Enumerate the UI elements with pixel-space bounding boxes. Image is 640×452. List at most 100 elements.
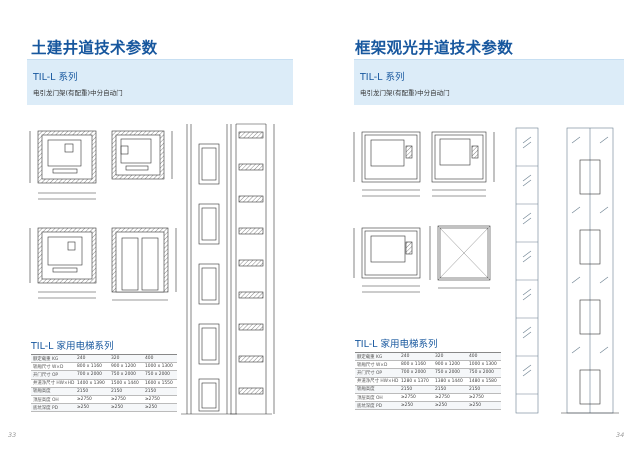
table-cell: 顶层高度 OH — [31, 395, 75, 405]
series-subtitle: 电引龙门架(有配重)中分自动门 — [33, 89, 123, 97]
table-cell: ≥2750 — [109, 395, 143, 405]
table-cell: 400 — [143, 353, 177, 364]
table-cell: 轿厢高度 — [31, 387, 75, 396]
series-title: TIL-L 系列 — [360, 72, 405, 83]
table-cell: 底坑深度 PD — [355, 401, 399, 411]
table-row: 轿厢尺寸 W×D 800 x 1160 900 x 1200 1000 x 13… — [355, 360, 501, 370]
table-cell: 1400 x 1390 — [75, 379, 109, 388]
hoistway-drawings — [353, 127, 619, 414]
table-cell: 额定载重 KG — [355, 351, 399, 362]
table-cell: 2150 — [143, 387, 177, 396]
table-cell: 900 x 1200 — [433, 360, 467, 370]
table-header-row: 额定载重 KG 240 320 400 — [355, 351, 501, 362]
table-cell: ≥2750 — [143, 395, 177, 405]
table-cell: 240 — [75, 353, 109, 364]
table-row: 轿厢高度 2150 2150 2150 — [355, 385, 501, 394]
table-cell: 顶层高度 OH — [355, 393, 399, 403]
table-row: 顶层高度 OH ≥2750 ≥2750 ≥2750 — [355, 393, 501, 403]
page-number: 33 — [8, 431, 17, 439]
table-cell: 320 — [109, 353, 143, 364]
table-cell: 1280 x 1370 — [399, 377, 433, 386]
table-cell: ≥250 — [399, 401, 433, 411]
series-title: TIL-L 系列 — [33, 72, 78, 83]
series-subtitle: 电引龙门架(有配重)中分自动门 — [360, 89, 450, 97]
table-row: 顶层高度 OH ≥2750 ≥2750 ≥2750 — [31, 395, 177, 405]
glass-shaft-elevation — [561, 127, 619, 414]
table-cell: 轿厢尺寸 W×D — [31, 362, 75, 372]
table-cell: ≥250 — [433, 401, 467, 411]
table-cell: 320 — [433, 351, 467, 362]
plan-view-drawing — [353, 227, 421, 293]
table-cell: 800 x 1160 — [399, 360, 433, 370]
page-number: 34 — [616, 431, 625, 439]
table-cell: 2150 — [75, 387, 109, 396]
table-cell: 1000 x 1300 — [143, 362, 177, 372]
table-cell: 400 — [467, 351, 501, 362]
table-cell: ≥250 — [109, 403, 143, 413]
table-row: 井道净尺寸 HW×HD 1400 x 1390 1500 x 1440 1600… — [31, 379, 177, 388]
frame-plan-drawing — [429, 225, 491, 289]
table-cell: 750 x 2000 — [109, 370, 143, 380]
table-row: 井道净尺寸 HW×HD 1280 x 1370 1380 x 1440 1480… — [355, 377, 501, 386]
table-cell: ≥2750 — [399, 393, 433, 403]
table-cell: 2150 — [467, 385, 501, 394]
shaft-frame-drawing — [230, 123, 275, 415]
table-header-row: 额定载重 KG 240 320 400 — [31, 353, 177, 364]
table-cell: 750 x 2000 — [143, 370, 177, 380]
table-cell: 井道净尺寸 HW×HD — [31, 379, 75, 388]
left-page: 土建井道技术参数 TIL-L 系列 电引龙门架(有配重)中分自动门 — [8, 39, 293, 439]
table-cell: 额定载重 KG — [31, 353, 75, 364]
table-cell: 2150 — [399, 385, 433, 394]
table-cell: 700 x 2000 — [399, 368, 433, 378]
right-page: 框架观光井道技术参数 TIL-L 系列 电引龙门架(有配重)中分自动门 — [320, 0, 640, 452]
table-cell: 1480 x 1580 — [467, 377, 501, 386]
table-cell: ≥250 — [75, 403, 109, 413]
section-elevation-drawing — [181, 124, 237, 415]
table-cell: 底坑深度 PD — [31, 403, 75, 413]
table-cell: ≥250 — [467, 401, 501, 411]
table-cell: 1000 x 1300 — [467, 360, 501, 370]
page-title: 框架观光井道技术参数 — [355, 39, 514, 57]
spec-table: 额定载重 KG 240 320 400 轿厢尺寸 W×D 800 x 1160 … — [31, 353, 177, 413]
plan-view-drawing — [29, 227, 97, 299]
table-row: 开门尺寸 OP 700 x 2000 750 x 2000 750 x 2000 — [355, 368, 501, 378]
table-cell: 240 — [399, 351, 433, 362]
series-band: TIL-L 系列 电引龙门架(有配重)中分自动门 — [27, 59, 293, 105]
table-cell: ≥250 — [143, 403, 177, 413]
table-row: 底坑深度 PD ≥250 ≥250 ≥250 — [31, 403, 177, 413]
table-cell: 轿厢高度 — [355, 385, 399, 394]
spec-table: 额定载重 KG 240 320 400 轿厢尺寸 W×D 800 x 1160 … — [355, 351, 501, 411]
table-cell: 井道净尺寸 HW×HD — [355, 377, 399, 386]
table-cell: 1500 x 1440 — [109, 379, 143, 388]
table-row: 开门尺寸 OP 700 x 2000 750 x 2000 750 x 2000 — [31, 370, 177, 380]
table-cell: 1380 x 1440 — [433, 377, 467, 386]
hoistway-drawings — [29, 123, 275, 415]
plan-view-drawing — [111, 130, 173, 180]
section-title: TIL-L 家用电梯系列 — [355, 339, 438, 350]
door-elevation-drawing — [111, 227, 177, 301]
plan-view-drawing — [353, 131, 421, 197]
table-row: 轿厢高度 2150 2150 2150 — [31, 387, 177, 396]
plan-view-drawing — [431, 131, 495, 197]
table-cell: 开门尺寸 OP — [31, 370, 75, 380]
series-band: TIL-L 系列 电引龙门架(有配重)中分自动门 — [354, 59, 624, 105]
table-cell: ≥2750 — [433, 393, 467, 403]
table-cell: 开门尺寸 OP — [355, 368, 399, 378]
table-cell: 轿厢尺寸 W×D — [355, 360, 399, 370]
table-cell: 2150 — [109, 387, 143, 396]
table-row: 底坑深度 PD ≥250 ≥250 ≥250 — [355, 401, 501, 411]
table-cell: 2150 — [433, 385, 467, 394]
table-cell: 750 x 2000 — [467, 368, 501, 378]
table-cell: ≥2750 — [467, 393, 501, 403]
page-title: 土建井道技术参数 — [31, 39, 158, 57]
table-cell: 700 x 2000 — [75, 370, 109, 380]
glass-frame-elevation — [515, 127, 539, 414]
table-row: 轿厢尺寸 W×D 800 x 1160 900 x 1200 1000 x 13… — [31, 362, 177, 372]
plan-view-drawing — [29, 130, 97, 200]
table-cell: 1600 x 1550 — [143, 379, 177, 388]
table-cell: ≥2750 — [75, 395, 109, 405]
table-cell: 800 x 1160 — [75, 362, 109, 372]
table-cell: 750 x 2000 — [433, 368, 467, 378]
section-title: TIL-L 家用电梯系列 — [31, 341, 114, 352]
table-cell: 900 x 1200 — [109, 362, 143, 372]
